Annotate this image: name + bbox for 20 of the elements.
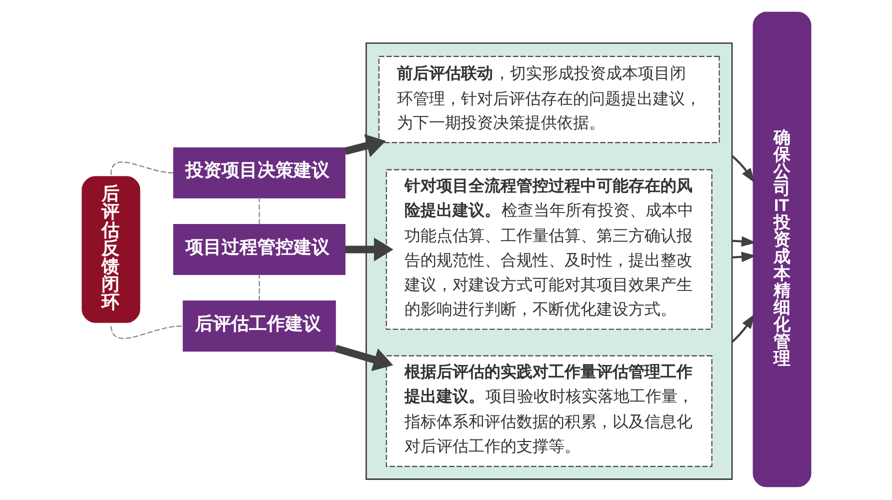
arrow [334, 344, 393, 372]
node-box: 根据后评估的实践对工作量评估管理工作提出建议。项目验收时核实落地工作量，指标体系和评估数据的积累，以及信息化对后评估工作的支撑等。 [385, 355, 712, 467]
connector [258, 274, 260, 302]
node-box: 前后评估联动，切实形成投资成本项目闭环管理，针对后评估存在的问题提出建议，为下一期投资决策提供依据。 [378, 56, 720, 144]
connector [110, 162, 174, 176]
connector [110, 324, 182, 339]
arrow [730, 155, 754, 183]
arrow [344, 134, 386, 158]
node-box: 确保公司IT投资成本精细化管理 [752, 12, 811, 488]
cluster [365, 42, 732, 480]
arrow [344, 238, 393, 262]
node-box: 后评估反馈闭环 [81, 176, 140, 323]
arrow [731, 236, 756, 247]
node-box: 针对项目全流程管控过程中可能存在的风险提出建议。检查当年所有投资、成本中功能点估算、工作量估算、第三方确认报告的规范性、合规性、及时性，提出整改建议，对建设方式可能对其项目效果产生的影响进行判断，不断优化建设方式。 [385, 169, 712, 330]
arrow [732, 252, 756, 262]
node-box: 项目过程管控建议 [172, 224, 345, 275]
node-box: 后评估工作建议 [182, 300, 336, 352]
node-box: 投资项目决策建议 [172, 147, 345, 198]
connector [258, 198, 260, 224]
arrow [730, 314, 755, 343]
